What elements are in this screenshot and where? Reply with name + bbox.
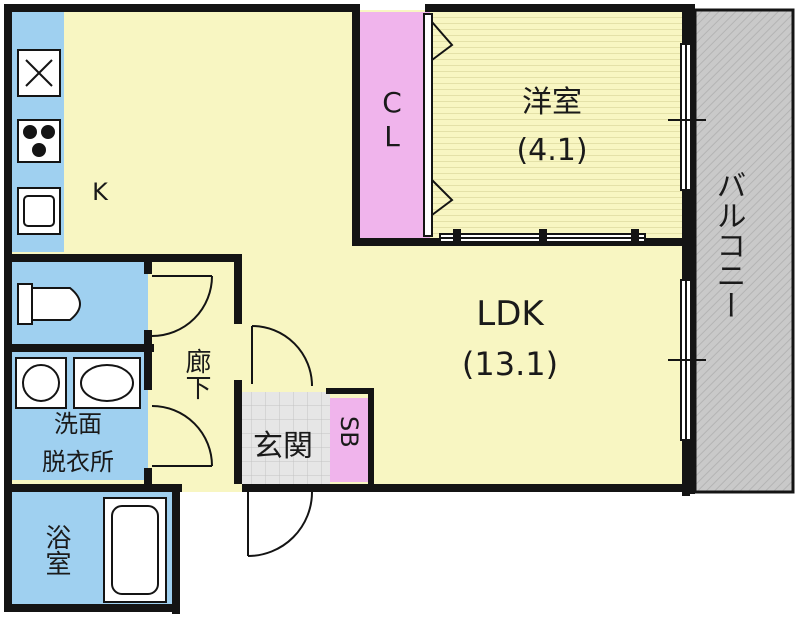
- label-western-room: 洋室: [522, 85, 582, 120]
- window-western-room: [668, 43, 706, 191]
- label-kitchen: K: [92, 178, 109, 206]
- bathtub-icon: [103, 497, 167, 603]
- door-toilet: [151, 275, 213, 337]
- label-washroom-line1: 洗面: [54, 410, 102, 438]
- sliding-door-western-room: [439, 229, 646, 245]
- sink-icon: [17, 187, 61, 235]
- closet-doors: [423, 13, 454, 237]
- label-entrance: 玄関: [253, 429, 313, 464]
- vanity-sink-icon: [73, 357, 141, 409]
- label-western-room-size: (4.1): [516, 133, 587, 168]
- label-ldk: LDK: [476, 294, 545, 334]
- entrance-floor: [240, 392, 330, 484]
- shoebox-floor: [330, 398, 370, 482]
- label-corridor: 廊下: [181, 348, 211, 400]
- label-washroom-line2: 脱衣所: [42, 448, 114, 476]
- balcony-floor: [695, 10, 793, 492]
- balcony-frame: [693, 8, 795, 494]
- washing-machine-icon: [15, 357, 67, 409]
- window-ldk: [668, 279, 706, 441]
- range-hood-icon: [17, 49, 61, 97]
- label-balcony: バルコニー: [711, 170, 746, 320]
- door-washroom: [151, 405, 213, 467]
- label-bathroom: 浴室: [41, 524, 71, 576]
- toilet-icon: [17, 283, 81, 325]
- label-shoebox: SB: [335, 416, 363, 448]
- door-corridor-ldk: [251, 325, 313, 387]
- label-closet-c: C: [382, 86, 402, 119]
- western-room-floor: [430, 10, 685, 238]
- stove-icon: [17, 119, 61, 163]
- door-entrance: [247, 491, 313, 557]
- label-ldk-size: (13.1): [462, 345, 558, 383]
- label-closet-l: L: [384, 120, 400, 153]
- closet-floor: [360, 12, 430, 238]
